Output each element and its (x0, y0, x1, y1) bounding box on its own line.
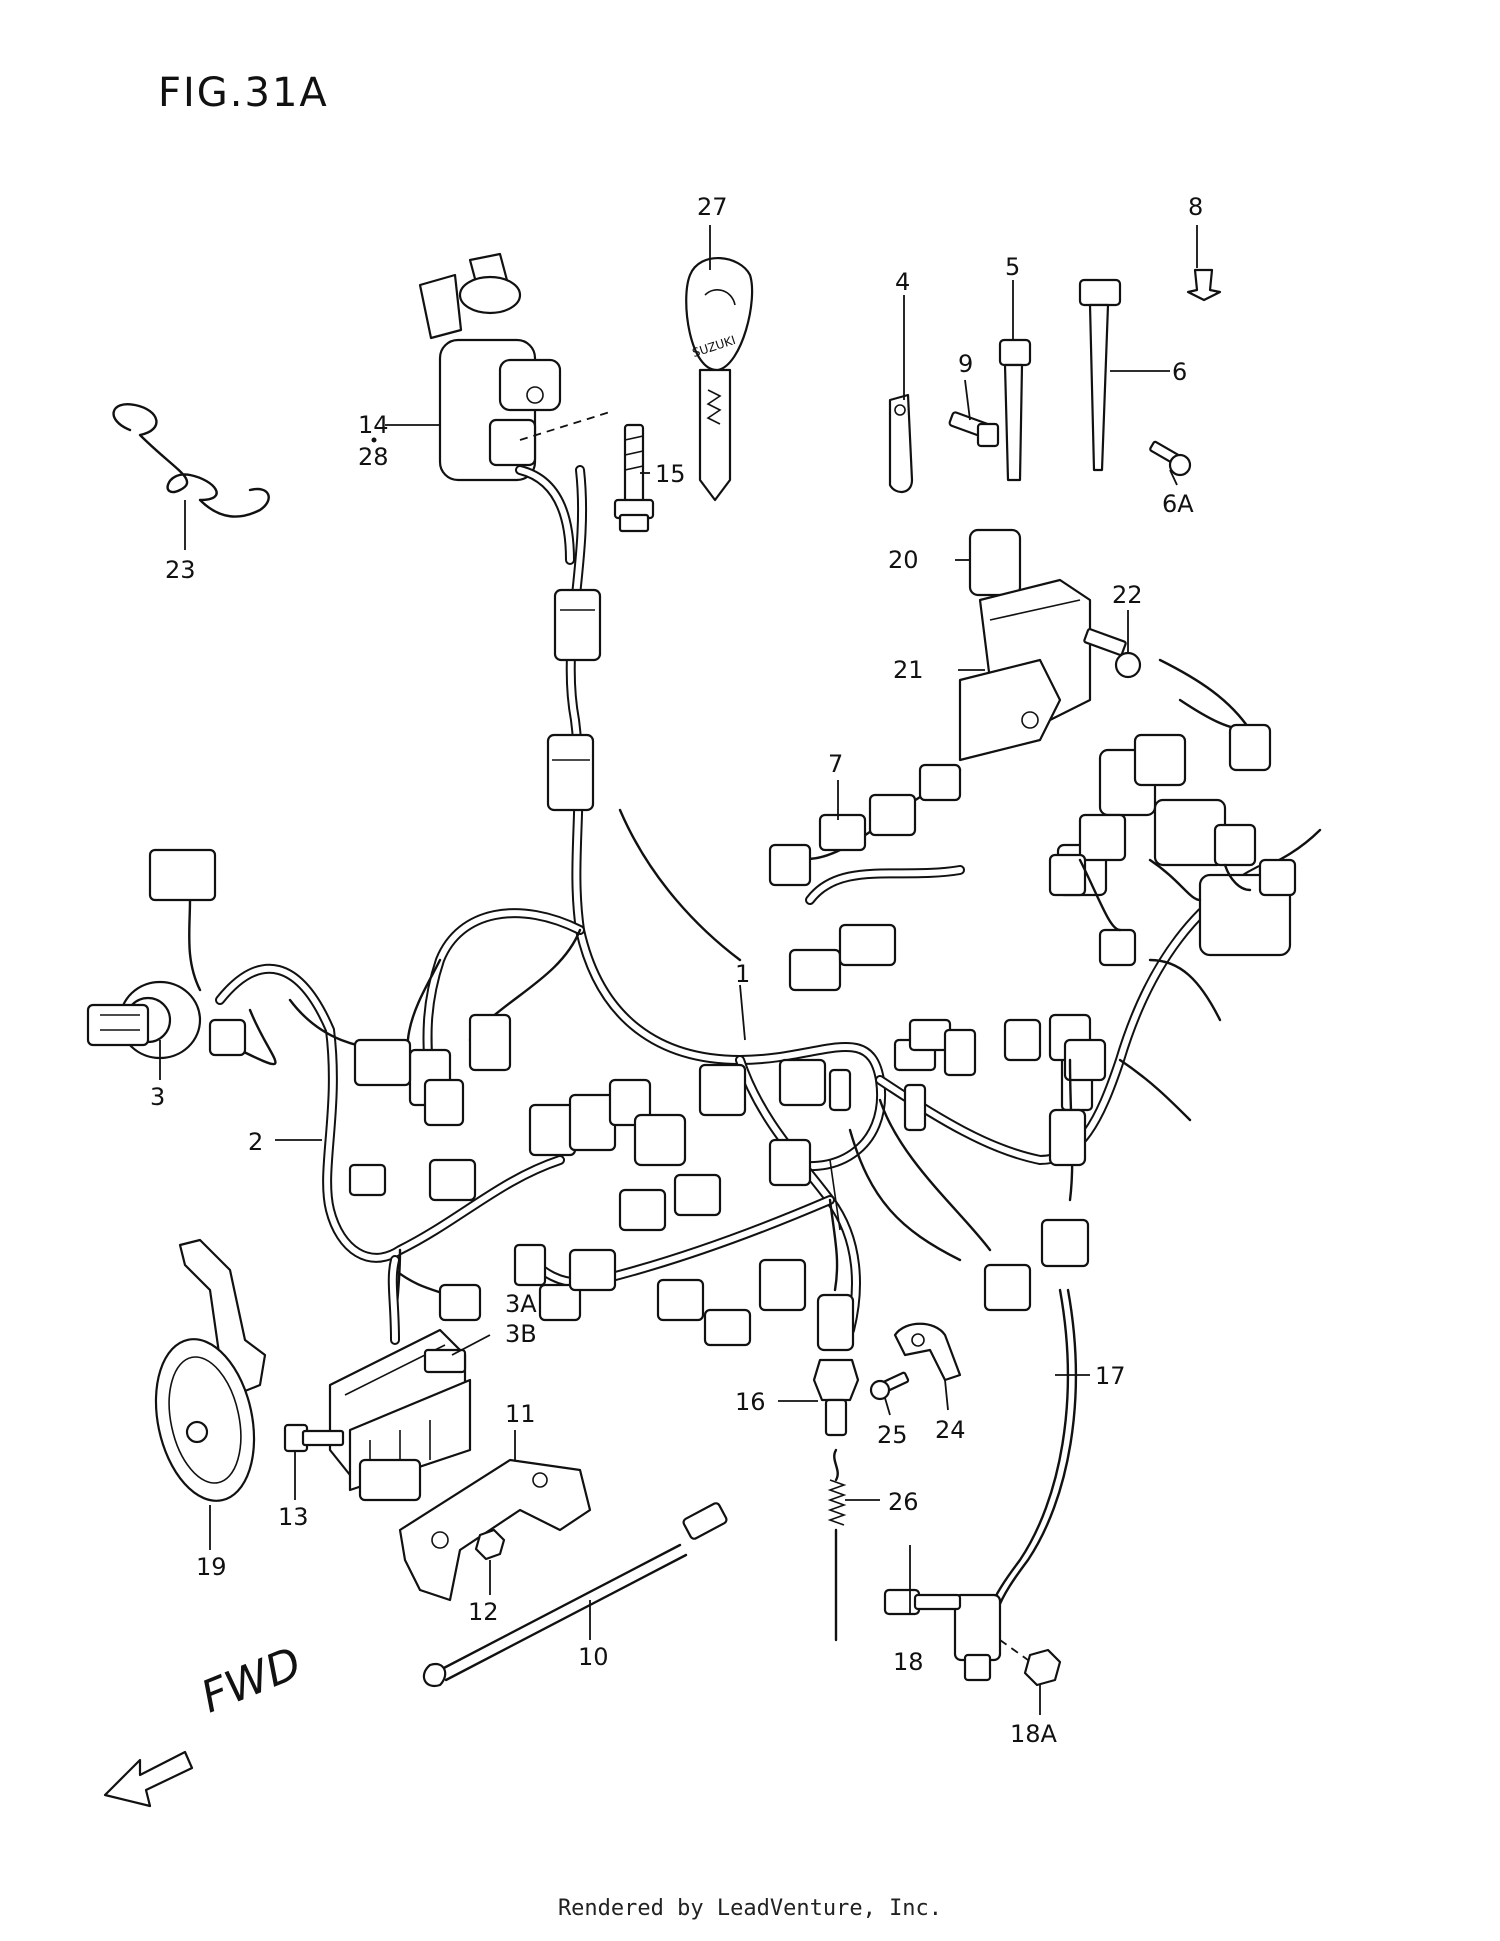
forward-direction-arrow (103, 1750, 194, 1808)
callout-21: 21 (893, 656, 924, 684)
clip-part-8 (1186, 268, 1222, 302)
socket-part-3 (86, 980, 202, 1060)
callout-22: 22 (1112, 581, 1143, 609)
bracket-part-11 (398, 1458, 592, 1602)
callout-8: 8 (1188, 193, 1203, 221)
callout-labels: 1 2 3 3A 3B 4 5 6 6A 7 8 9 10 11 12 13 1… (150, 193, 1203, 1748)
callout-15: 15 (655, 460, 686, 488)
callout-26: 26 (888, 1488, 919, 1516)
nut-part-12 (474, 1528, 506, 1561)
callout-24: 24 (935, 1416, 966, 1444)
bracket-part-4 (888, 393, 914, 493)
callout-4: 4 (895, 268, 910, 296)
callout-6: 6 (1172, 358, 1187, 386)
horn-part-19 (154, 1238, 267, 1502)
callout-28: 28 (358, 443, 389, 471)
callout-5: 5 (1005, 253, 1020, 281)
right-connector-cluster (1048, 658, 1297, 967)
callout-3a: 3A (505, 1290, 537, 1318)
callout-27: 27 (697, 193, 728, 221)
screw-part-25 (869, 1371, 910, 1401)
callout-11: 11 (505, 1400, 536, 1428)
cable-tie-part-6 (1078, 278, 1122, 472)
screw-part-6a (1149, 440, 1192, 477)
callout-1: 1 (735, 960, 750, 988)
switch-part-16 (812, 1198, 860, 1437)
callout-3b: 3B (505, 1320, 537, 1348)
callout-20: 20 (888, 546, 919, 574)
render-credit: Rendered by LeadVenture, Inc. (557, 1896, 943, 1921)
sensor-lead-part-17 (953, 1058, 1087, 1682)
callout-9: 9 (958, 350, 973, 378)
bolt-part-18 (883, 1588, 962, 1616)
fuse-box-part-3a (328, 1255, 472, 1502)
callout-23: 23 (165, 556, 196, 584)
figure-title: FIG.31A (158, 70, 329, 116)
callout-leaders (159, 225, 1198, 1715)
callout-3: 3 (150, 1083, 165, 1111)
relay-bracket-assembly (958, 528, 1142, 762)
main-wiring-harness (406, 465, 1322, 1347)
ignition-switch (418, 252, 611, 565)
callout-17: 17 (1095, 1362, 1126, 1390)
spring-part-26 (827, 1448, 847, 1642)
callout-18: 18 (893, 1648, 924, 1676)
callout-19: 19 (196, 1553, 227, 1581)
callout-14-28-dot (371, 437, 377, 443)
callout-13: 13 (278, 1503, 309, 1531)
callout-10: 10 (578, 1643, 609, 1671)
spring-clip-part-23 (112, 403, 270, 518)
bolt-part-9 (948, 411, 1000, 448)
callout-6a: 6A (1162, 490, 1194, 518)
nut-part-18a (1023, 1648, 1062, 1687)
callout-7: 7 (828, 750, 843, 778)
callout-14: 14 (358, 411, 389, 439)
cable-tie-part-5 (998, 338, 1032, 482)
callout-25: 25 (877, 1421, 908, 1449)
bolt-part-15 (613, 423, 655, 533)
callout-18a: 18A (1010, 1720, 1058, 1748)
connector-group-part-7 (768, 763, 962, 887)
bracket-part-24 (893, 1322, 962, 1382)
callout-12: 12 (468, 1598, 499, 1626)
callout-16: 16 (735, 1388, 766, 1416)
ignition-key: SUZUKI (685, 257, 754, 502)
lead-wire-part-10 (422, 1502, 728, 1688)
callout-2: 2 (248, 1128, 263, 1156)
bolt-part-13 (283, 1423, 345, 1453)
